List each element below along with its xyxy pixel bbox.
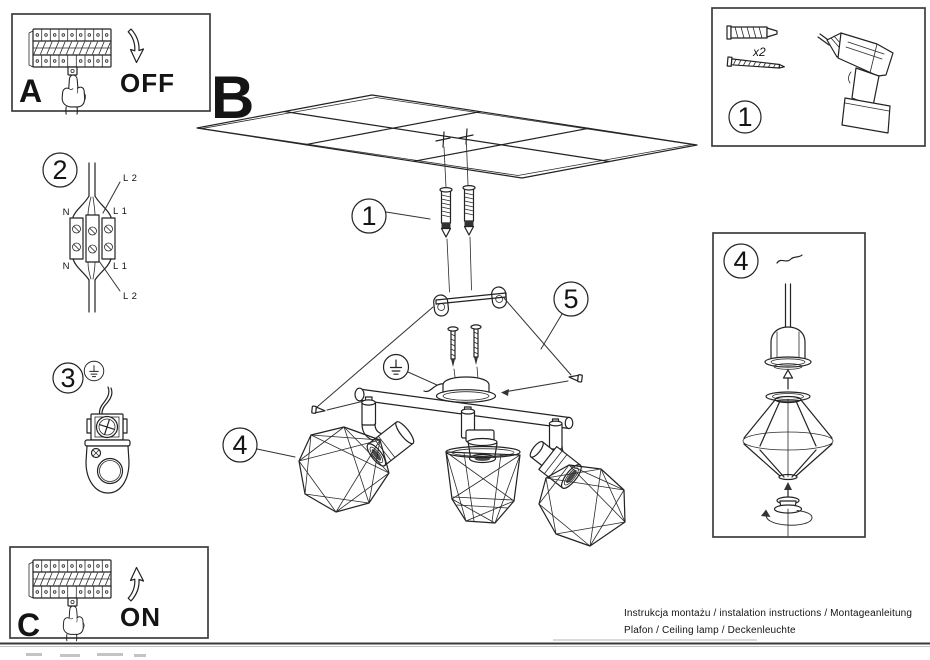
- callout-shade-number: 4: [232, 430, 247, 460]
- circuit-breaker-icon: [28, 559, 112, 607]
- callout-screws-number: 1: [361, 201, 376, 231]
- screw-quantity-label: x2: [752, 45, 766, 59]
- ground-symbol-icon: [83, 360, 105, 382]
- mounting-bracket: [433, 286, 508, 317]
- ground-symbol-icon: [382, 353, 410, 381]
- mounting-screw-icon: [447, 324, 482, 368]
- panel-a-power-off: A OFF: [11, 13, 211, 115]
- circuit-breaker-icon: [28, 28, 112, 76]
- panel-tools: x2 1: [711, 7, 926, 147]
- terminal-block-icon: [69, 162, 116, 313]
- panel-grounding: 3: [52, 360, 131, 494]
- panel-c-power-on: C ON: [9, 546, 209, 643]
- callout-bracket-badge: 5: [553, 281, 589, 317]
- panel-a-letter: A: [19, 73, 42, 109]
- panel-c-on-label: ON: [120, 602, 161, 632]
- arrow-up-icon: [127, 566, 145, 602]
- step-1-number: 1: [737, 102, 752, 132]
- ceiling-canopy: [435, 376, 497, 403]
- spot-head-right: [529, 418, 626, 547]
- wire-label-l1-top: L 1: [113, 206, 127, 217]
- ground-terminal-icon: [84, 386, 131, 494]
- lamp-socket: [529, 440, 582, 489]
- section-b-letter: B: [211, 64, 254, 131]
- spot-head-left: [298, 396, 415, 513]
- cage-shade-right: [538, 464, 626, 547]
- callout-bracket-number: 5: [563, 284, 578, 314]
- step-2-badge: 2: [42, 152, 78, 188]
- panel-a-off-label: OFF: [120, 68, 175, 98]
- wire-label-l2-top: L 2: [123, 173, 137, 184]
- spot-head-middle: [445, 406, 521, 524]
- cropped-text-marks: [26, 653, 146, 657]
- step-4-badge: 4: [723, 243, 759, 279]
- section-b-main: B 1: [196, 64, 698, 547]
- step-2-number: 2: [52, 155, 67, 185]
- callout-screws-badge: 1: [351, 198, 387, 234]
- hand-press-icon: [61, 74, 87, 115]
- arrow-down-icon: [127, 28, 145, 64]
- cage-shade-left: [298, 426, 390, 513]
- wall-anchor-icon: [726, 25, 778, 40]
- screw-icon: [726, 56, 785, 69]
- hand-press-icon: [62, 605, 85, 642]
- footer: Instrukcja montażu / instalation instruc…: [0, 608, 930, 657]
- rotation-arrow-icon: [761, 508, 813, 537]
- pendant-socket: [764, 283, 812, 370]
- ceiling-panel: [196, 94, 698, 179]
- wire-label-l2-bottom: L 2: [123, 291, 137, 302]
- panel-shade-detail: 4: [712, 232, 866, 538]
- drill-icon: [817, 32, 894, 134]
- step-3-number: 3: [60, 363, 75, 393]
- panel-wiring: 2: [42, 152, 137, 313]
- insert-arrow-icon: [782, 369, 794, 390]
- wire-label-n-bottom: N: [63, 261, 70, 272]
- insert-arrow-icon: [784, 482, 792, 498]
- panel-c-letter: C: [17, 607, 40, 643]
- wire-label-l1-bottom: L 1: [113, 261, 127, 272]
- step-3-badge: 3: [52, 362, 84, 394]
- cage-shade-middle: [445, 445, 521, 524]
- footer-product-line: Plafon / Ceiling lamp / Deckenleuchte: [624, 625, 796, 636]
- wall-anchor-icon: [439, 185, 476, 238]
- callout-shade-badge: 4: [222, 427, 258, 463]
- lamp-socket: [366, 421, 415, 467]
- wire-label-n-top: N: [63, 207, 70, 218]
- step-1-badge: 1: [728, 100, 762, 134]
- drill-mark-crosses: [435, 128, 474, 148]
- footer-title-line: Instrukcja montażu / instalation instruc…: [624, 608, 912, 619]
- cage-shade-detail: [742, 395, 834, 481]
- wire-squiggle-icon: [776, 254, 803, 264]
- step-4-number: 4: [733, 246, 748, 276]
